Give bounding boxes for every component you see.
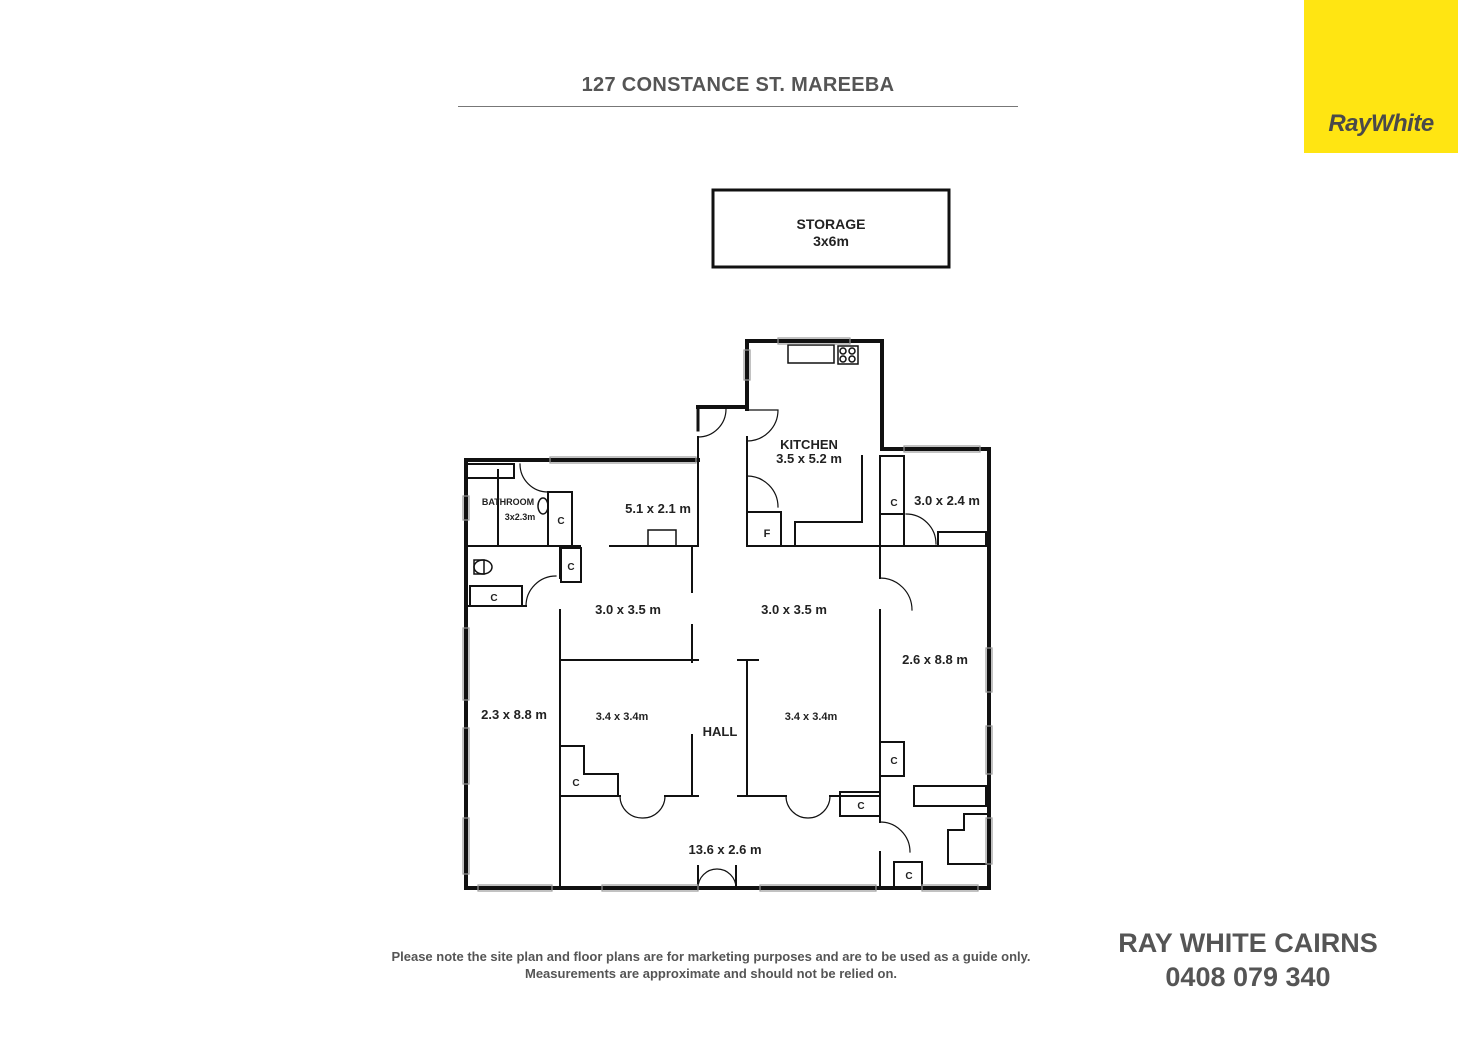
kitchen-size: 3.5 x 5.2 m [776, 451, 842, 466]
window [743, 349, 751, 381]
window [462, 495, 470, 521]
storage-label: STORAGE [797, 216, 866, 232]
cupboard [879, 455, 905, 547]
window [462, 727, 470, 785]
logo-wordmark: RayWhite [1328, 110, 1434, 137]
door-swing [697, 408, 727, 438]
toilet-bowl [473, 559, 493, 575]
dining-fixture [647, 529, 677, 547]
kitchen-bench [787, 344, 835, 364]
window [601, 884, 699, 892]
cupboard-label: C [557, 516, 564, 527]
cupboard-label: C [567, 562, 574, 573]
page-title: 127 CONSTANCE ST. MAREEBA [581, 74, 895, 96]
door-swing [879, 821, 911, 853]
window [903, 445, 981, 453]
room-size-bedroom: 3.0 x 3.5 m [761, 602, 827, 617]
window [777, 337, 851, 345]
door-swing [519, 463, 549, 493]
bathroom-label: BATHROOM [482, 497, 534, 507]
door-swing [746, 475, 779, 508]
room-size-front-verandah: 13.6 x 2.6 m [689, 842, 762, 857]
window [759, 884, 877, 892]
fridge-label: F [764, 528, 771, 540]
cupboard [469, 585, 523, 607]
cooktop [837, 345, 859, 365]
disclaimer: Please note the site plan and floor plan… [300, 948, 1122, 982]
door-swing [785, 795, 831, 819]
cupboard [547, 491, 573, 547]
stairs [947, 813, 987, 865]
room-size-bedroom: 3.4 x 3.4m [596, 711, 649, 723]
basin [537, 497, 549, 515]
window [985, 647, 993, 693]
room-size-bedroom: 3.0 x 3.5 m [595, 602, 661, 617]
door-swing [619, 795, 666, 819]
room-size-verandah: 2.6 x 8.8 m [902, 652, 968, 667]
kitchen-label: KITCHEN [780, 437, 838, 452]
bench [937, 531, 987, 547]
cupboard-label: C [572, 778, 579, 789]
cupboard-label: C [890, 756, 897, 767]
cupboard [560, 547, 582, 583]
cupboard [879, 741, 905, 777]
cupboard-label: C [490, 593, 497, 604]
door-swing [746, 409, 779, 442]
ray-white-logo: RayWhite [1304, 0, 1458, 153]
storage-outline [711, 188, 951, 269]
window [985, 725, 993, 775]
cupboard [893, 861, 923, 889]
cupboard-label: C [905, 871, 912, 882]
window [921, 884, 979, 892]
storage-size: 3x6m [813, 233, 849, 249]
bench [913, 785, 987, 807]
bathroom-size: 3x2.3m [505, 512, 536, 522]
room-size-laundry: 3.0 x 2.4 m [914, 493, 980, 508]
door-swing [525, 575, 557, 607]
agency-phone[interactable]: 0408 079 340 [1165, 962, 1331, 992]
cupboard-label: C [857, 801, 864, 812]
window [549, 456, 697, 464]
title-divider [458, 106, 1018, 107]
room-size-dining: 5.1 x 2.1 m [625, 501, 691, 516]
door-swing [879, 577, 913, 611]
door-swing [697, 868, 737, 889]
cupboard [839, 791, 881, 817]
cupboard [559, 745, 619, 797]
window [462, 627, 470, 701]
agency-contact: RAY WHITE CAIRNS 0408 079 340 [1110, 926, 1386, 994]
room-size-bedroom: 3.4 x 3.4m [785, 711, 838, 723]
window [985, 817, 993, 865]
door-swing [905, 513, 937, 545]
window [462, 817, 470, 875]
cupboard-label: C [890, 498, 897, 509]
disclaimer-line: Measurements are approximate and should … [524, 966, 898, 981]
room-size-verandah: 2.3 x 8.8 m [481, 707, 547, 722]
agency-name: RAY WHITE CAIRNS [1118, 928, 1378, 958]
hall-label: HALL [703, 724, 738, 739]
outer-wall [464, 339, 991, 890]
disclaimer-line: Please note the site plan and floor plan… [391, 949, 1031, 964]
window [477, 884, 553, 892]
fridge-space [746, 511, 782, 547]
